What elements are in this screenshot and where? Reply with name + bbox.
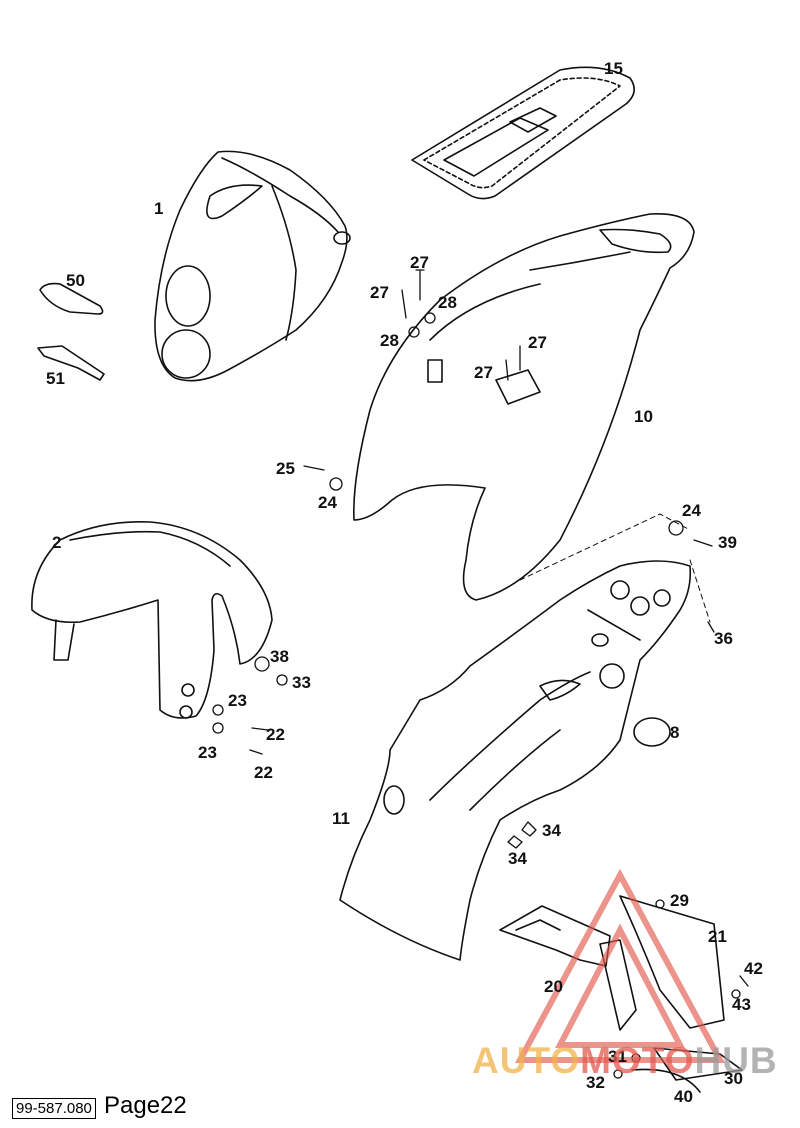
- callout-28a: 28: [438, 293, 457, 312]
- document-code: 99-587.080: [12, 1098, 96, 1119]
- callout-15: 15: [604, 59, 623, 78]
- callout-34a: 34: [542, 821, 561, 840]
- callout-27a: 27: [410, 253, 429, 272]
- callout-40: 40: [674, 1087, 693, 1106]
- part-15-mat: [411, 66, 635, 200]
- callout-31: 31: [608, 1047, 627, 1066]
- callout-20: 20: [544, 977, 563, 996]
- callout-34b: 34: [508, 849, 527, 868]
- callout-22b: 22: [254, 763, 273, 782]
- watermark-triangle-icon: [514, 868, 726, 1063]
- callout-23b: 23: [198, 743, 217, 762]
- callout-38: 38: [270, 647, 289, 666]
- callout-1: 1: [154, 199, 164, 218]
- callout-2: 2: [52, 533, 62, 552]
- callout-27d: 27: [474, 363, 493, 382]
- callout-21: 21: [708, 927, 727, 946]
- watermark-part-auto: AUTO: [472, 1040, 581, 1081]
- watermark-part-moto: MOTO: [580, 1040, 695, 1081]
- part-50-trim: [39, 282, 104, 315]
- callout-24a: 24: [318, 493, 337, 512]
- callout-39: 39: [718, 533, 737, 552]
- callout-24b: 24: [682, 501, 701, 520]
- callout-8: 8: [670, 723, 680, 742]
- part-11-rear-frame: [339, 560, 692, 961]
- callout-23a: 23: [228, 691, 247, 710]
- callout-28b: 28: [380, 331, 399, 350]
- callout-36: 36: [714, 629, 733, 648]
- part-8-cap: [633, 717, 671, 747]
- callout-29: 29: [670, 891, 689, 910]
- hardware: [212, 269, 749, 1079]
- callout-30: 30: [724, 1069, 743, 1088]
- watermark-part-hub: HUB: [694, 1040, 778, 1081]
- page-label: Page22: [104, 1092, 187, 1119]
- callout-11: 11: [332, 809, 350, 828]
- callout-33: 33: [292, 673, 311, 692]
- callout-43: 43: [732, 995, 751, 1014]
- callout-22a: 22: [266, 725, 285, 744]
- watermark-logo: AUTOMOTOHUB: [472, 1040, 778, 1082]
- callout-27c: 27: [528, 333, 547, 352]
- callout-42: 42: [744, 959, 763, 978]
- callout-50: 50: [66, 271, 85, 290]
- callout-51: 51: [46, 369, 65, 388]
- callout-32: 32: [586, 1073, 605, 1092]
- part-2-front-fender: [31, 521, 273, 719]
- callout-25: 25: [276, 459, 295, 478]
- callout-10: 10: [634, 407, 653, 426]
- part-51-strip: [37, 345, 105, 381]
- callout-27b: 27: [370, 283, 389, 302]
- part-1-headlight-cover: [154, 150, 351, 382]
- part-10-rear-panel: [353, 213, 695, 601]
